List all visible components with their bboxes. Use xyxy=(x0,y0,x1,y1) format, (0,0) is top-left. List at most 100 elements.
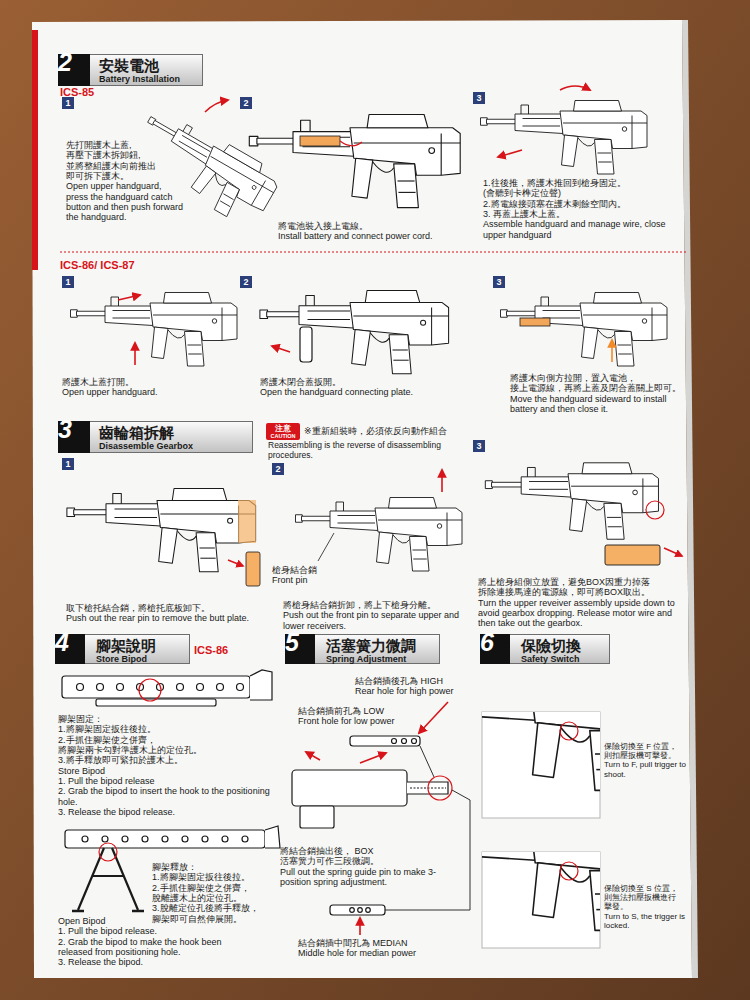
safety-switch-illustrations xyxy=(392,663,681,948)
section-header: 齒輪箱拆解Disassemble Gearbox 3 xyxy=(58,421,253,453)
instruction-text: Front hole for low power xyxy=(298,716,418,726)
instruction-text: ICS-85 xyxy=(60,86,150,99)
number-text: 3 xyxy=(58,421,72,438)
caution-text: 注意 xyxy=(269,424,297,433)
text-block: 先打開護木上蓋, 再壓下護木拆卸鈕, 並將整組護木向前推出 即可拆下護木。Ope… xyxy=(66,140,184,223)
number-text: 4 xyxy=(55,634,69,651)
text-block: 將電池裝入接上電線。Install battery and connect po… xyxy=(278,221,478,242)
section-subtitle: Disassemble Gearbox xyxy=(99,441,193,452)
text-block: 結合銷插中間孔為 MEDIANMiddle hole for median po… xyxy=(298,938,463,959)
instruction-text: Front pin xyxy=(272,575,332,585)
step-badge: 2 xyxy=(272,463,284,475)
number-text: 3 xyxy=(496,277,501,287)
step-badge: 2 xyxy=(240,276,252,288)
section-header: 保險切換Safety Switch 6 xyxy=(480,634,610,664)
instruction-text: 結合銷插前孔為 LOW xyxy=(298,706,418,716)
instruction-text: ICS-86/ ICS-87 xyxy=(60,259,180,272)
text-block: Reassembling is the reverse of disassemb… xyxy=(268,441,468,461)
step-badge: 1 xyxy=(62,97,74,109)
section-title: 齒輪箱拆解 xyxy=(99,424,174,441)
step-badge: 3 xyxy=(473,92,485,104)
text-block: 結合銷插前孔為 LOWFront hole for low power xyxy=(298,706,418,727)
spring-adjustment-illustrations xyxy=(292,702,470,935)
instruction-text: 3. Release the bipod. xyxy=(58,957,258,967)
instruction-text: Install battery and connect power cord. xyxy=(278,231,478,241)
instruction-text: (會聽到卡榫定位聲) xyxy=(483,188,673,198)
gearbox-step-illustrations xyxy=(67,463,682,586)
instruction-text: Open the handguard connecting plate. xyxy=(260,387,460,397)
instruction-text: 腳架固定： xyxy=(58,714,273,724)
text-block: ICS-85 xyxy=(60,86,150,99)
section-subtitle: Spring Adjustment xyxy=(326,654,406,665)
text-block: 將結合銷抽出後， BOX 活塞簧力可作三段微調。Pull out the spr… xyxy=(280,846,452,887)
instruction-text: Store Bipod xyxy=(58,766,273,776)
text-block: ICS-86 xyxy=(194,644,254,657)
instruction-text: 將結合銷抽出後， BOX 活塞簧力可作三段微調。 xyxy=(280,846,452,867)
section-number: 3 xyxy=(58,421,90,453)
instruction-text: Push out the front pin to separate upper… xyxy=(283,610,468,631)
number-text: 2 xyxy=(243,277,248,287)
instruction-text: 2.手抓住腳架使之併齊， 脫離護木上的定位孔。 xyxy=(152,883,284,904)
instruction-text: 3. 再蓋上護木上蓋。 xyxy=(483,209,673,219)
instruction-text: 腳架釋放： xyxy=(152,862,284,872)
instruction-text: 3. Release the bipod release. xyxy=(58,807,273,817)
section-title: 保險切換 xyxy=(521,637,581,654)
instruction-text: Turn to F, pull trigger to shoot. xyxy=(604,760,688,778)
instruction-text: 結合銷插後孔為 HIGH xyxy=(355,676,477,686)
instruction-text: 槍身結合銷 xyxy=(272,565,332,575)
instruction-text: 保險切換至 S 位置， 則無法扣壓扳機進行 擊發。 xyxy=(604,884,688,912)
instruction-text: Turn to S, the trigger is locked. xyxy=(604,912,688,930)
section-number: 5 xyxy=(285,634,315,664)
number-text: 1 xyxy=(65,98,70,108)
instruction-text: 1.往後推，將護木推回到槍身固定。 xyxy=(483,178,673,188)
text-block: 取下槍托結合銷，將槍托底板卸下。Push out the rear pin to… xyxy=(66,603,266,624)
step-badge: 3 xyxy=(473,440,485,452)
battery-step-illustrations xyxy=(71,86,668,374)
instruction-text: ICS-86 xyxy=(194,644,254,657)
instruction-text: Rear hole for high power xyxy=(355,686,477,696)
section-title: 活塞簧力微調 xyxy=(326,637,416,654)
section-title: 安裝電池 xyxy=(99,57,159,74)
section-subtitle: Store Bipod xyxy=(96,654,147,665)
text-block: 將護木向側方拉開，置入電池， 接上電源線，再將上蓋及閉合蓋關上即可。Move t… xyxy=(510,373,688,414)
instruction-text: 先打開護木上蓋, 再壓下護木拆卸鈕, 並將整組護木向前推出 即可拆下護木。 xyxy=(66,140,184,181)
instruction-text: 2.將電線接頭塞在護木剩餘空間內。 xyxy=(483,199,673,209)
caution-badge: 注意CAUTION xyxy=(266,423,300,440)
instruction-text: Assemble handguard and manage wire, clos… xyxy=(483,219,673,240)
instruction-text: 1.將腳架固定扳往後拉。 xyxy=(58,724,273,734)
instruction-text: Pull out the spring guide pin to make 3-… xyxy=(280,867,452,888)
instruction-text: Open Bipod xyxy=(58,916,258,926)
step-badge: 3 xyxy=(493,276,505,288)
instruction-text: 將上槍身組側立放置，避免BOX因重力掉落 拆除連接馬達的電源線，即可將BOX取出… xyxy=(478,577,683,598)
step-badge: 2 xyxy=(240,97,252,109)
instruction-text: 2. Grab the bipod to insert the hook to … xyxy=(58,786,273,807)
instruction-text: 將護木閉合蓋扳開。 xyxy=(260,377,460,387)
instruction-text: 將電池裝入接上電線。 xyxy=(278,221,478,231)
text-block: 將上槍身組側立放置，避免BOX因重力掉落 拆除連接馬達的電源線，即可將BOX取出… xyxy=(478,577,683,629)
section-subtitle: Safety Switch xyxy=(521,654,580,665)
text-block: 保險切換至 F 位置， 則扣壓扳機可擊發。Turn to F, pull tri… xyxy=(604,742,688,779)
instruction-text: Turn the upper reveiver assembly upside … xyxy=(478,598,683,629)
number-text: 1 xyxy=(65,459,70,469)
section-number: 6 xyxy=(480,634,510,664)
number-text: 1 xyxy=(65,277,70,287)
instruction-text: Reassembling is the reverse of disassemb… xyxy=(268,441,468,461)
section-header: 安裝電池Battery Installation 2 xyxy=(58,54,203,86)
instruction-text: ※重新組裝時，必須依反向動作組合 xyxy=(304,426,524,436)
text-block: 腳架釋放：1.將腳架固定扳往後拉。2.手抓住腳架使之併齊， 脫離護木上的定位孔。… xyxy=(152,862,284,924)
number-text: 5 xyxy=(285,634,299,651)
text-block: 將護木閉合蓋扳開。Open the handguard connecting p… xyxy=(260,377,460,398)
instruction-text: Middle hole for median power xyxy=(298,948,463,958)
instruction-text: 將護木上蓋打開。 xyxy=(62,377,232,387)
instruction-text: Move the handguard sideward to install b… xyxy=(510,394,688,415)
section-subtitle: Battery Installation xyxy=(99,74,180,85)
instruction-text: 保險切換至 F 位置， 則扣壓扳機可擊發。 xyxy=(604,742,688,760)
text-block: 槍身結合銷Front pin xyxy=(272,565,332,586)
text-block: 腳架固定：1.將腳架固定扳往後拉。2.手抓住腳架使之併齊， 將腳架兩卡勾對準護木… xyxy=(58,714,273,817)
text-block: ICS-86/ ICS-87 xyxy=(60,259,180,272)
section-number: 2 xyxy=(58,54,90,86)
text-block: 1.往後推，將護木推回到槍身固定。(會聽到卡榫定位聲)2.將電線接頭塞在護木剩餘… xyxy=(483,178,673,240)
instruction-text: 將護木向側方拉開，置入電池， 接上電源線，再將上蓋及閉合蓋關上即可。 xyxy=(510,373,688,394)
